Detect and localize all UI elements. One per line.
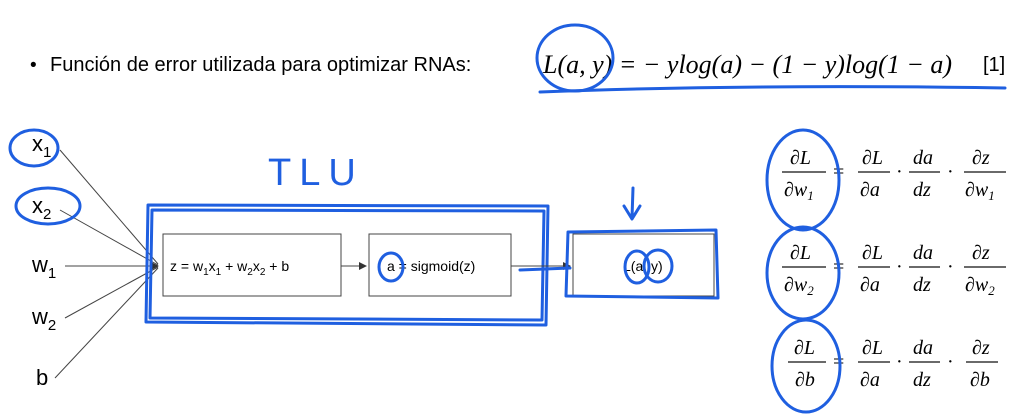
- handwritten-circle-x1: [8, 128, 60, 168]
- svg-text:∂w1: ∂w1: [965, 179, 995, 203]
- lhs-denominator-b: ∂b: [795, 369, 815, 391]
- svg-text:·: ·: [947, 161, 954, 183]
- edge-w2: [64, 266, 159, 319]
- lhs-numerator-b: ∂L: [794, 337, 815, 359]
- svg-text:∂z: ∂z: [972, 242, 990, 264]
- svg-text:·: ·: [947, 351, 954, 373]
- handwritten-loss-box: [564, 228, 720, 300]
- lhs-numerator-w2: ∂L: [790, 242, 811, 264]
- svg-text:∂z: ∂z: [972, 337, 990, 359]
- svg-text:dz: dz: [913, 274, 931, 296]
- handwritten-label-tlu: TLU: [268, 152, 364, 194]
- handwritten-tlu-box: [144, 203, 550, 327]
- input-w2: w2: [31, 304, 56, 334]
- svg-text:∂a: ∂a: [860, 369, 880, 391]
- svg-text:∂L: ∂L: [862, 242, 883, 264]
- svg-text:∂L: ∂L: [862, 147, 883, 169]
- reference-marker: [1]: [983, 54, 1005, 76]
- derivative-row-w1: ∂L ∂w1 = ∂L ∂a · da dz · ∂z ∂w1: [782, 147, 1006, 203]
- svg-text:·: ·: [896, 351, 903, 373]
- derivative-equations: ∂L ∂w1 = ∂L ∂a · da dz · ∂z ∂w1 ∂L ∂w2 =…: [782, 147, 1006, 391]
- edge-x2: [59, 209, 159, 266]
- svg-text:∂w2: ∂w2: [965, 274, 995, 298]
- handwritten-circle-x2: [14, 186, 82, 226]
- loss-formula: L(a, y) = − ylog(a) − (1 − y)log(1 − a): [542, 50, 952, 79]
- handwritten-circle-loss-y: [642, 248, 674, 284]
- svg-text:da: da: [913, 337, 933, 359]
- bullet: •: [30, 55, 37, 76]
- activation-node-label: a = sigmoid(z): [387, 258, 475, 274]
- title-text: Función de error utilizada para optimiza…: [50, 54, 471, 76]
- handwritten-circle-dldw2: [765, 225, 841, 321]
- svg-text:·: ·: [896, 161, 903, 183]
- input-b: b: [36, 365, 48, 390]
- edge-x1: [59, 149, 159, 265]
- svg-text:dz: dz: [913, 369, 931, 391]
- handwritten-down-arrow: [622, 186, 642, 221]
- handwritten-arrow-line: [518, 266, 572, 272]
- input-w1: w1: [31, 252, 56, 282]
- input-x1: x1: [32, 131, 51, 161]
- lhs-denominator-w2: ∂w2: [784, 274, 814, 298]
- svg-text:da: da: [913, 147, 933, 169]
- svg-text:∂z: ∂z: [972, 147, 990, 169]
- svg-text:dz: dz: [913, 179, 931, 201]
- handwritten-tlu-box-inner: [148, 208, 546, 322]
- svg-text:∂a: ∂a: [860, 274, 880, 296]
- input-x2: x2: [32, 193, 51, 223]
- svg-text:∂a: ∂a: [860, 179, 880, 201]
- svg-text:∂b: ∂b: [970, 369, 990, 391]
- derivative-row-b: ∂L ∂b = ∂L ∂a · da dz · ∂z ∂b: [788, 337, 998, 391]
- handwritten-underline: [538, 85, 1007, 94]
- handwritten-circle-dldw1: [765, 128, 841, 232]
- input-edges: [54, 149, 159, 379]
- svg-text:·: ·: [947, 256, 954, 278]
- svg-text:∂L: ∂L: [862, 337, 883, 359]
- lhs-denominator-w1: ∂w1: [784, 179, 814, 203]
- linear-node-label: z = w1x1 + w2x2 + b: [170, 258, 289, 278]
- handwritten-circle-a: [377, 251, 405, 283]
- edge-b: [54, 267, 159, 379]
- activation-node: [368, 233, 512, 297]
- svg-text:da: da: [913, 242, 933, 264]
- lhs-numerator-w1: ∂L: [790, 147, 811, 169]
- derivative-row-w2: ∂L ∂w2 = ∂L ∂a · da dz · ∂z ∂w2: [782, 242, 1006, 298]
- handwritten-circle-loss-a: [623, 249, 651, 285]
- svg-text:·: ·: [896, 256, 903, 278]
- linear-node: [162, 233, 342, 297]
- handwritten-circle-dldb: [770, 318, 842, 414]
